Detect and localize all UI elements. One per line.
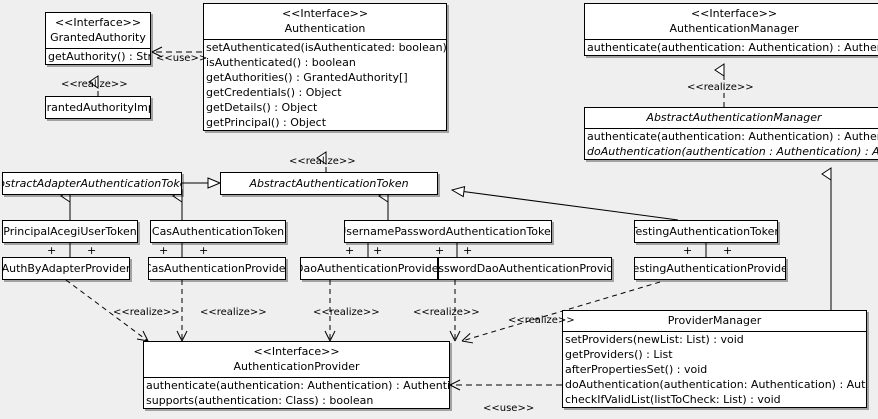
- operations-compartment: authenticate(authentication: Authenticat…: [585, 39, 878, 55]
- class-name: CasAuthenticationToken: [151, 225, 285, 238]
- stereotype-label: <<Interface>>: [54, 16, 142, 29]
- operation-row: authenticate(authentication: Authenticat…: [146, 379, 449, 392]
- multiplicity-upat-pwd-left: +: [435, 244, 445, 257]
- class-name: AbstractAuthenticationToken: [249, 177, 409, 190]
- operation-row: doAuthentication(authentication : Authen…: [587, 145, 878, 158]
- class-name: AuthenticationProvider: [233, 360, 360, 373]
- multiplicity-upat-dao-left: +: [345, 244, 355, 257]
- operations-compartment: setProviders(newList: List) : void getPr…: [563, 331, 866, 407]
- operation-row: getAuthority() : String: [48, 50, 150, 63]
- stereotype-label: <<Interface>>: [281, 7, 369, 20]
- class-name: Authentication: [284, 22, 366, 35]
- multiplicity-upat-pwd-right: +: [463, 244, 473, 257]
- class-authentication-manager[interactable]: <<Interface>> AuthenticationManager auth…: [584, 3, 878, 56]
- label-realize-abstractauthenticationmanager: <<realize>>: [687, 82, 754, 93]
- label-realize-testingauthenticationprovider: <<realize>>: [508, 315, 575, 326]
- class-abstract-authentication-token[interactable]: AbstractAuthenticationToken: [220, 172, 438, 195]
- label-use-providermanager-authenticationprovider: <<use>>: [483, 403, 535, 414]
- operation-row: authenticate(authentication: Authenticat…: [587, 41, 878, 54]
- label-realize-daoauthenticationprovider: <<realize>>: [313, 307, 380, 318]
- class-granted-authority[interactable]: <<Interface>> GrantedAuthority getAuthor…: [45, 12, 151, 65]
- stereotype-label: <<Interface>>: [690, 7, 778, 20]
- class-authentication[interactable]: <<Interface>> Authentication setAuthenti…: [203, 3, 447, 131]
- multiplicity-cas-left: +: [159, 244, 169, 257]
- class-name: AuthByAdapterProvider: [2, 262, 130, 275]
- operation-row: afterPropertiesSet() : void: [565, 363, 708, 376]
- operations-compartment: authenticate(authentication: Authenticat…: [585, 128, 878, 159]
- class-cas-authentication-token[interactable]: CasAuthenticationToken: [150, 220, 286, 243]
- class-name: PrincipalAcegiUserToken: [3, 225, 137, 238]
- class-name: GrantedAuthority: [50, 31, 146, 44]
- class-header: AbstractAuthenticationManager: [585, 108, 878, 128]
- label-use-authentication-grantedauthority: <<use>>: [156, 53, 208, 64]
- class-name: AuthenticationManager: [669, 22, 799, 35]
- class-name: UsernamePasswordAuthenticationToken: [344, 225, 552, 238]
- class-authentication-provider[interactable]: <<Interface>> AuthenticationProvider aut…: [143, 341, 450, 409]
- class-name: TestingAuthenticationToken: [634, 225, 778, 238]
- class-name: CasAuthenticationProvider: [148, 262, 286, 275]
- multiplicity-upat-dao-right: +: [373, 244, 383, 257]
- class-testing-authentication-token[interactable]: TestingAuthenticationToken: [634, 220, 778, 243]
- class-name: ProviderManager: [667, 314, 762, 327]
- multiplicity-cas-right: +: [199, 244, 209, 257]
- class-header: <<Interface>> Authentication: [204, 4, 446, 39]
- operation-row: getDetails() : Object: [206, 101, 318, 114]
- operation-row: authenticate(authentication: Authenticat…: [587, 130, 878, 143]
- class-abstract-authentication-manager[interactable]: AbstractAuthenticationManager authentica…: [584, 107, 878, 160]
- operations-compartment: authenticate(authentication: Authenticat…: [144, 377, 449, 408]
- class-testing-authentication-provider[interactable]: TestingAuthenticationProvider: [634, 257, 786, 280]
- class-name: PasswordDaoAuthenticationProvider: [438, 262, 611, 275]
- operation-row: getAuthorities() : GrantedAuthority[]: [206, 71, 408, 84]
- multiplicity-principal-acegi-left: +: [47, 244, 57, 257]
- class-auth-by-adapter-provider[interactable]: AuthByAdapterProvider: [2, 257, 130, 280]
- operations-compartment: getAuthority() : String: [46, 48, 150, 64]
- multiplicity-testing-left: +: [683, 244, 693, 257]
- class-header: <<Interface>> GrantedAuthority: [46, 13, 150, 48]
- class-provider-manager[interactable]: ProviderManager setProviders(newList: Li…: [562, 310, 867, 408]
- label-realize-abstractauthenticationtoken: <<realize>>: [289, 156, 356, 167]
- class-granted-authority-impl[interactable]: GrantedAuthorityImpl: [45, 96, 151, 119]
- operation-row: getProviders() : List: [565, 348, 673, 361]
- multiplicity-principal-acegi-right: +: [87, 244, 97, 257]
- label-realize-authbyadapterprovider: <<realize>>: [113, 307, 180, 318]
- operation-row: setProviders(newList: List) : void: [565, 333, 744, 346]
- class-name: AbstractAdapterAuthenticationToken: [3, 177, 181, 190]
- class-name: GrantedAuthorityImpl: [46, 101, 150, 114]
- class-principal-acegi-user-token[interactable]: PrincipalAcegiUserToken: [2, 220, 138, 243]
- label-realize-casauthenticationprovider: <<realize>>: [200, 307, 267, 318]
- operation-row: getCredentials() : Object: [206, 86, 342, 99]
- operation-row: getPrincipal() : Object: [206, 116, 327, 129]
- class-header: <<Interface>> AuthenticationProvider: [144, 342, 449, 377]
- label-realize-grantedauthorityimpl: <<realize>>: [61, 79, 128, 90]
- class-name: DaoAuthenticationProvider: [300, 262, 438, 275]
- label-realize-passworddaoauthenticationprovider: <<realize>>: [413, 307, 480, 318]
- operation-row: supports(authentication: Class) : boolea…: [146, 394, 374, 407]
- class-header: <<Interface>> AuthenticationManager: [585, 4, 878, 39]
- class-password-dao-authentication-provider[interactable]: PasswordDaoAuthenticationProvider: [438, 257, 612, 280]
- class-cas-authentication-provider[interactable]: CasAuthenticationProvider: [148, 257, 286, 280]
- operation-row: setAuthenticated(isAuthenticated: boolea…: [206, 41, 446, 54]
- operation-row: isAuthenticated() : boolean: [206, 56, 356, 69]
- class-username-password-authentication-token[interactable]: UsernamePasswordAuthenticationToken: [344, 220, 552, 243]
- operation-row: doAuthentication(authentication: Authent…: [565, 378, 866, 391]
- multiplicity-testing-right: +: [723, 244, 733, 257]
- operation-row: checkIfValidList(listToCheck: List) : vo…: [565, 393, 781, 406]
- class-abstract-adapter-authentication-token[interactable]: AbstractAdapterAuthenticationToken: [2, 172, 182, 195]
- stereotype-label: <<Interface>>: [253, 345, 340, 358]
- class-header: ProviderManager: [563, 311, 866, 331]
- class-name: AbstractAuthenticationManager: [646, 111, 822, 124]
- class-name: TestingAuthenticationProvider: [634, 262, 786, 275]
- operations-compartment: setAuthenticated(isAuthenticated: boolea…: [204, 39, 446, 130]
- class-dao-authentication-provider[interactable]: DaoAuthenticationProvider: [300, 257, 438, 280]
